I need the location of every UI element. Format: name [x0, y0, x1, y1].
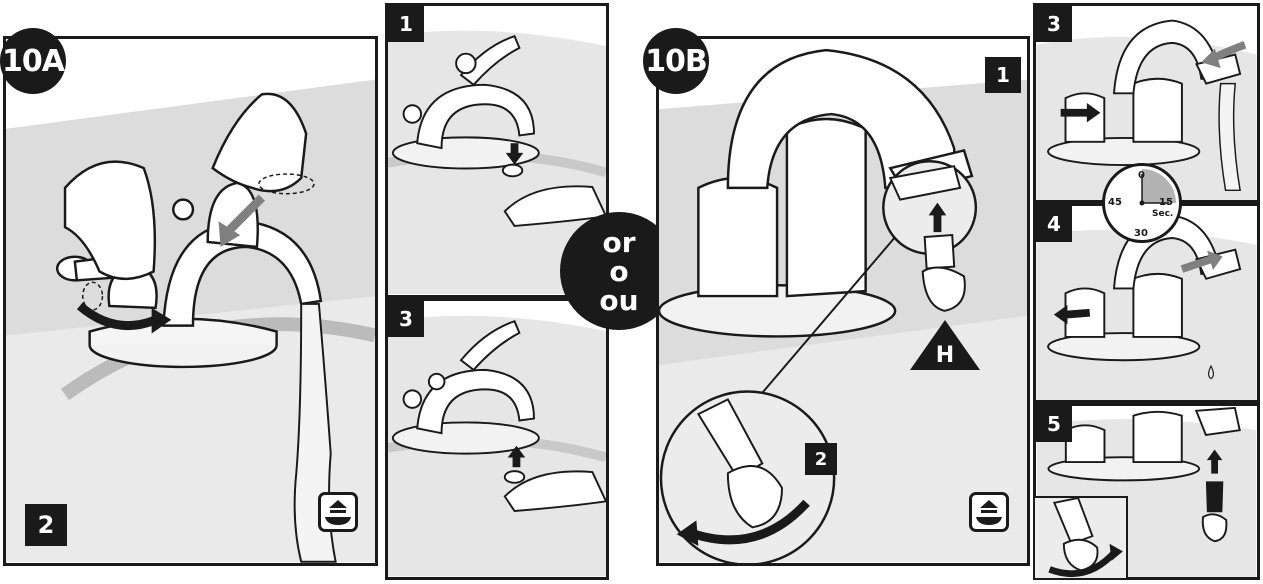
or-english: or	[602, 228, 635, 257]
panel-10b-main	[656, 36, 1030, 566]
step-badge-10b-2-label: 2	[815, 449, 828, 470]
step-badge-10b-1-label: 1	[996, 63, 1010, 87]
step-badge-10b-3-label: 3	[1047, 12, 1061, 36]
step-badge-10a-3: 3	[388, 301, 424, 337]
step-badge-10b-4-label: 4	[1047, 212, 1061, 236]
figure-badge-10b: 10B	[643, 28, 709, 94]
illustration-10b-step-5-inset	[1035, 498, 1126, 578]
illustration-10a-faucet	[6, 39, 375, 563]
timer-label-45: 45	[1108, 197, 1122, 208]
or-spanish: o	[609, 257, 628, 286]
panel-10a-step-3	[385, 298, 609, 580]
step-badge-10b-5-label: 5	[1047, 412, 1061, 436]
step-badge-10b-3: 3	[1036, 6, 1072, 42]
flush-icon-10a	[318, 492, 358, 532]
step-badge-10b-2: 2	[805, 443, 837, 475]
flush-icon	[321, 495, 355, 529]
step-badge-10b-5: 5	[1036, 406, 1072, 442]
flush-icon	[972, 495, 1006, 529]
step-badge-10a-2: 2	[25, 504, 67, 546]
panel-10a-main	[3, 36, 378, 566]
or-french: ou	[599, 286, 638, 315]
step-badge-10a-1-label: 1	[399, 12, 413, 36]
step-badge-10b-4: 4	[1036, 206, 1072, 242]
figure-badge-10a: 10A	[0, 28, 66, 94]
step-badge-10a-1: 1	[388, 6, 424, 42]
panel-10b-step-5-inset	[1033, 496, 1128, 580]
timer-15-seconds: 0 15 Sec. 30 45	[1102, 163, 1182, 243]
flush-icon-10b	[969, 492, 1009, 532]
step-badge-10a-3-label: 3	[399, 307, 413, 331]
timer-label-sec: Sec.	[1152, 209, 1173, 219]
tool-label-h-text: H	[908, 343, 982, 368]
illustration-10a-step-3	[388, 301, 606, 577]
timer-label-30: 30	[1134, 228, 1148, 239]
step-badge-10b-1: 1	[985, 57, 1021, 93]
timer-label-15: 15	[1159, 197, 1173, 208]
illustration-10b-faucet	[659, 39, 1027, 563]
figure-badge-10a-label: 10A	[2, 44, 64, 79]
step-badge-10a-2-label: 2	[38, 511, 55, 539]
tool-label-h: H	[908, 318, 982, 372]
figure-badge-10b-label: 10B	[645, 44, 707, 79]
timer-label-0: 0	[1138, 170, 1145, 181]
